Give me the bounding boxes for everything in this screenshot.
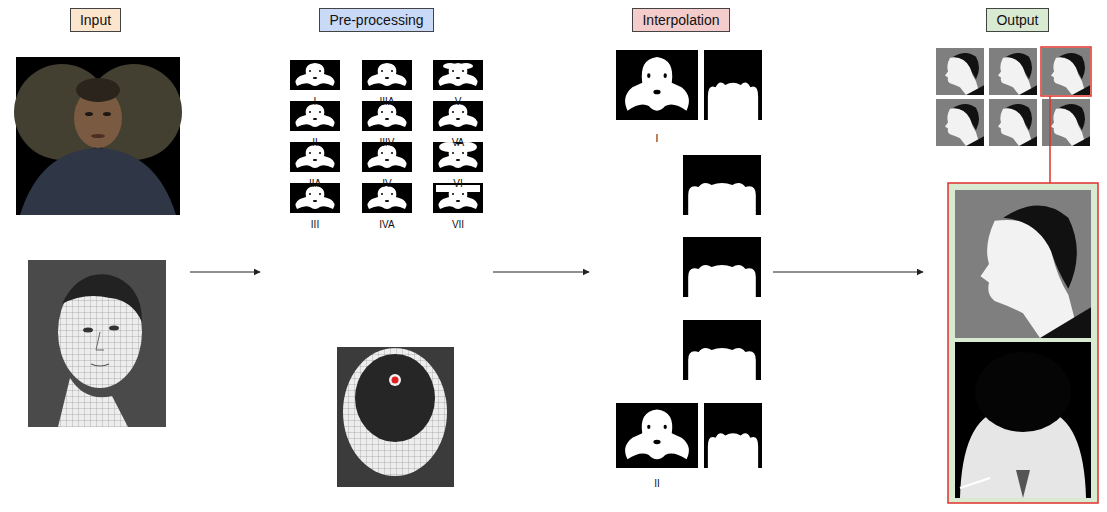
flow-arrow [190, 272, 260, 273]
panel-heading: Pre-processing [319, 8, 433, 32]
output-renders-part [936, 99, 984, 146]
output-renders-part [989, 48, 1037, 95]
texture-map-part [91, 134, 105, 138]
stage-panel: Input [8, 8, 183, 507]
head-mesh [28, 260, 166, 427]
head-top-view-part [343, 348, 447, 476]
output-renders-part [989, 99, 1037, 146]
stage-panel: Pre-processing [267, 8, 486, 507]
texture-map-part [85, 112, 93, 116]
panel-heading: Interpolation [632, 8, 729, 32]
mask-thumbnails [290, 60, 483, 213]
interpolation-frames-part [616, 403, 698, 468]
label-holder: II [654, 473, 660, 491]
head-top-view-part [392, 377, 399, 384]
output-renders-part [1042, 99, 1090, 146]
mask-thumbnails-part [362, 60, 412, 90]
label-holder: III [311, 214, 319, 232]
head-top-view-part [337, 347, 454, 487]
output-renders-part [960, 478, 990, 488]
label-holder: IVA [379, 214, 394, 232]
texture-map-part [76, 78, 120, 102]
figure-label: I [314, 97, 317, 107]
head-mesh-part [96, 332, 104, 350]
stage-panel: Interpolation [596, 8, 766, 507]
label-holder: II [312, 132, 318, 150]
label-holder: I [656, 128, 659, 146]
head-mesh-part [91, 364, 109, 366]
label-holder: I [314, 91, 317, 109]
label-holder: IIIV [379, 132, 394, 150]
panel-background [930, 40, 1105, 507]
figure-label: VII [452, 220, 464, 230]
panel-background [596, 40, 766, 507]
figure-label: III [311, 220, 319, 230]
output-renders-part [955, 190, 1091, 338]
interpolation-frames [616, 50, 762, 468]
figure-label: IIIV [379, 138, 394, 148]
figure-label: V [455, 97, 462, 107]
label-holder: VA [452, 132, 465, 150]
figure-label: VA [452, 138, 465, 148]
interpolation-frames-part [683, 320, 761, 380]
interpolation-frames-part [616, 50, 698, 120]
head-top-view [337, 347, 454, 487]
output-renders-part [975, 352, 1071, 432]
texture-map-part [20, 148, 176, 215]
output-renders-part [1016, 470, 1030, 498]
head-mesh-part [83, 328, 93, 333]
flow-arrow [773, 272, 923, 273]
head-mesh-part [28, 260, 166, 427]
label-holder: IV [382, 173, 391, 191]
output-renders-part [1041, 47, 1091, 96]
figure-label: IV [382, 179, 391, 189]
mask-thumbnails-part [443, 63, 457, 69]
panel-heading: Output [986, 8, 1048, 32]
output-renders-part [1042, 48, 1090, 95]
figure-label: VI [453, 179, 462, 189]
figure-label: IIA [309, 179, 321, 189]
figure-label: II [312, 138, 318, 148]
texture-map-part [103, 112, 111, 116]
label-holder: IIIA [379, 91, 394, 109]
interpolation-frames-part [704, 50, 762, 120]
output-renders [936, 47, 1098, 503]
texture-map [14, 57, 182, 215]
head-mesh-part [62, 274, 142, 322]
head-mesh-part [109, 326, 119, 331]
interpolation-frames-part [683, 155, 761, 215]
head-top-view-part [389, 374, 401, 386]
interpolation-frames-part [683, 237, 761, 297]
figure-label: I [656, 134, 659, 144]
label-holder: V [455, 91, 462, 109]
figure-label: II [654, 479, 660, 489]
output-renders-part [1049, 96, 1051, 183]
mask-thumbnails-part [433, 60, 483, 90]
flow-arrow [493, 272, 589, 273]
label-holder: VII [452, 214, 464, 232]
figure-label: IVA [379, 220, 394, 230]
stage-panel: Output [930, 8, 1105, 507]
panel-background [8, 40, 183, 507]
output-renders-part [948, 183, 1098, 503]
label-holder: IIA [309, 173, 321, 191]
interpolation-frames-part [704, 403, 762, 468]
panel-heading: Input [70, 8, 121, 32]
output-renders-part [955, 342, 1091, 498]
panel-background [267, 40, 486, 507]
mask-thumbnails-part [459, 63, 473, 69]
mask-thumbnails-part [290, 60, 340, 90]
output-renders-part [936, 48, 984, 95]
figure-label: IIIA [379, 97, 394, 107]
head-top-view-part [355, 354, 435, 442]
label-holder: VI [453, 173, 462, 191]
